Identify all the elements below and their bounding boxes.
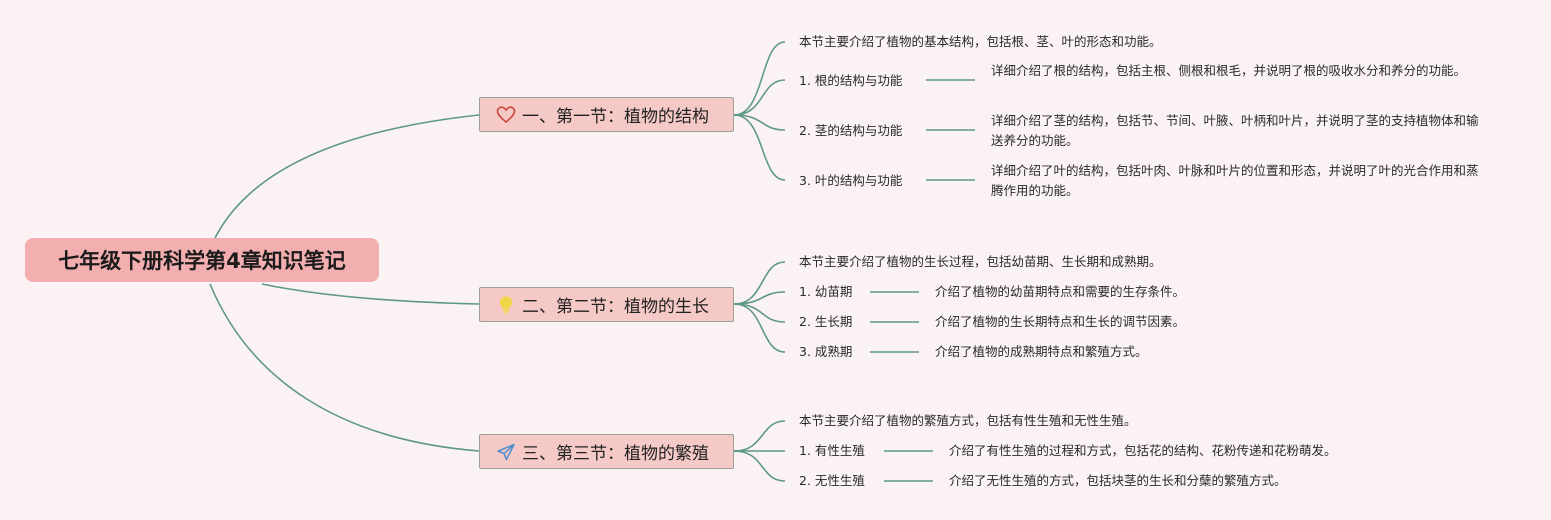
section-2-title: 二、第二节：植物的生长 (522, 297, 709, 317)
heart-icon (496, 105, 516, 125)
section-3-title: 三、第三节：植物的繁殖 (522, 444, 709, 464)
section-1-summary: 本节主要介绍了植物的基本结构，包括根、茎、叶的形态和功能。 (799, 34, 1162, 49)
section-2-item-2-desc: 介绍了植物的生长期特点和生长的调节因素。 (935, 314, 1186, 329)
section-2-item-3-label[interactable]: 3. 成熟期 (799, 344, 853, 359)
section-3-item-1-label[interactable]: 1. 有性生殖 (799, 443, 865, 458)
section-2-summary: 本节主要介绍了植物的生长过程，包括幼苗期、生长期和成熟期。 (799, 254, 1162, 269)
section-1-item-2-label[interactable]: 2. 茎的结构与功能 (799, 123, 903, 138)
section-1-item-1-desc: 详细介绍了根的结构，包括主根、侧根和根毛，并说明了根的吸收水分和养分的功能。 (991, 63, 1467, 78)
section-2-item-3-desc: 介绍了植物的成熟期特点和繁殖方式。 (935, 344, 1148, 359)
section-1-item-1-label[interactable]: 1. 根的结构与功能 (799, 73, 903, 88)
section-3-item-1-desc: 介绍了有性生殖的过程和方式，包括花的结构、花粉传递和花粉萌发。 (949, 443, 1337, 458)
section-3-topic[interactable]: 三、第三节：植物的繁殖 (479, 434, 734, 469)
section-1-item-3-desc: 详细介绍了叶的结构，包括叶肉、叶脉和叶片的位置和形态，并说明了叶的光合作用和蒸腾… (991, 163, 1479, 198)
section-2-item-1-label[interactable]: 1. 幼苗期 (799, 284, 853, 299)
section-1-topic[interactable]: 一、第一节：植物的结构 (479, 97, 734, 132)
section-3-item-2-desc: 介绍了无性生殖的方式，包括块茎的生长和分蘖的繁殖方式。 (949, 473, 1287, 488)
section-2-topic[interactable]: 二、第二节：植物的生长 (479, 287, 734, 322)
section-2-item-2-label[interactable]: 2. 生长期 (799, 314, 853, 329)
section-3-summary: 本节主要介绍了植物的繁殖方式，包括有性生殖和无性生殖。 (799, 413, 1137, 428)
section-1-title: 一、第一节：植物的结构 (522, 107, 709, 127)
section-1-item-3-label[interactable]: 3. 叶的结构与功能 (799, 173, 903, 188)
section-1-item-2-desc: 详细介绍了茎的结构，包括节、节间、叶腋、叶柄和叶片，并说明了茎的支持植物体和输送… (991, 113, 1479, 148)
section-3-item-2-label[interactable]: 2. 无性生殖 (799, 473, 865, 488)
root-topic[interactable]: 七年级下册科学第4章知识笔记 (25, 238, 379, 282)
section-2-item-1-desc: 介绍了植物的幼苗期特点和需要的生存条件。 (935, 284, 1186, 299)
paper-plane-icon (496, 442, 516, 462)
lightbulb-icon (496, 295, 516, 315)
